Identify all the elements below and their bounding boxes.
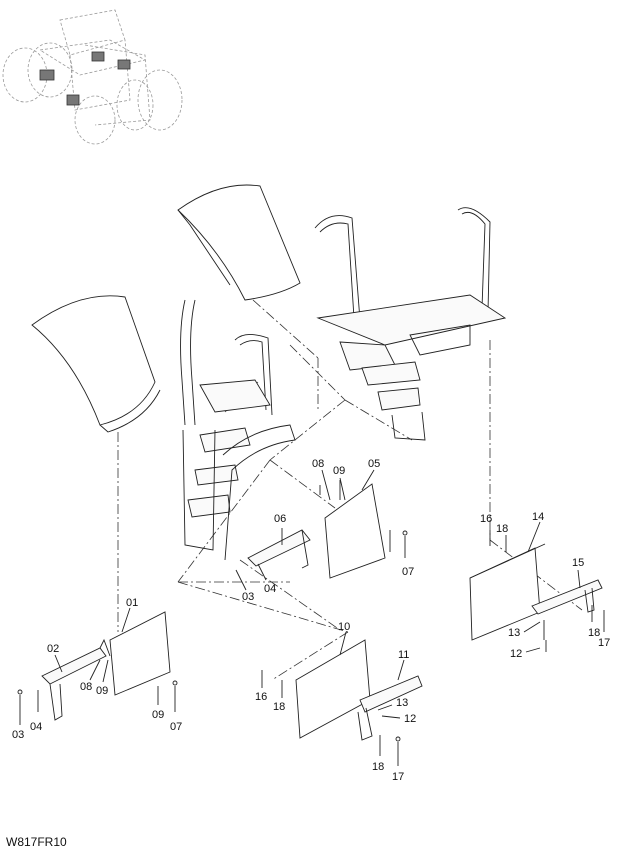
part-02-bracket: [41, 638, 111, 721]
callout-label: 04: [264, 583, 276, 595]
callout-label: 08: [312, 458, 324, 470]
callout-label: 18: [372, 761, 384, 773]
right-step-assembly: [314, 207, 507, 441]
callout-label: 07: [402, 566, 414, 578]
callout-label: 09: [152, 709, 164, 721]
callout-label: 17: [392, 771, 404, 783]
center-fender: [177, 184, 301, 301]
callout-label: 11: [398, 649, 409, 661]
callout-label: 03: [242, 591, 254, 603]
callout-label: 16: [255, 691, 267, 703]
callout-label: 15: [572, 557, 584, 569]
callout-label: 10: [338, 621, 350, 633]
callout-leaders: [54, 469, 581, 719]
part-06-bracket: [247, 529, 311, 569]
callout-label: 17: [598, 637, 610, 649]
callout-label: 09: [96, 685, 108, 697]
callout-label: 12: [510, 648, 522, 660]
callout-label: 18: [588, 627, 600, 639]
callout-label: 16: [480, 513, 492, 525]
callout-label: 09: [333, 465, 345, 477]
callout-label: 05: [368, 458, 380, 470]
machine-thumbnail-icon: [2, 9, 183, 145]
callout-label: 07: [170, 721, 182, 733]
left-fender: [31, 295, 161, 433]
part-01-mud-flap: [109, 611, 171, 696]
callout-label: 13: [396, 697, 408, 709]
callout-label: 02: [47, 643, 59, 655]
left-step-assembly: [180, 299, 296, 561]
part-05-mud-flap: [324, 483, 386, 579]
hardware-fasteners: [17, 480, 605, 766]
callout-label: 18: [273, 701, 285, 713]
drawing-code: W817FR10: [6, 835, 67, 849]
callout-label: 08: [80, 681, 92, 693]
part-10-mud-flap: [295, 639, 371, 739]
callout-label: 18: [496, 523, 508, 535]
part-15-bracket: [531, 579, 603, 615]
callout-label: 04: [30, 721, 42, 733]
callout-label: 13: [508, 627, 520, 639]
callout-label: 01: [126, 597, 138, 609]
callout-label: 12: [404, 713, 416, 725]
callout-labels: 01 02 03 03 04 04 05 06 07 07 08 08 09 0…: [12, 458, 610, 783]
part-11-bracket: [357, 675, 423, 741]
callout-label: 06: [274, 513, 286, 525]
callout-label: 03: [12, 729, 24, 741]
callout-label: 14: [532, 511, 544, 523]
